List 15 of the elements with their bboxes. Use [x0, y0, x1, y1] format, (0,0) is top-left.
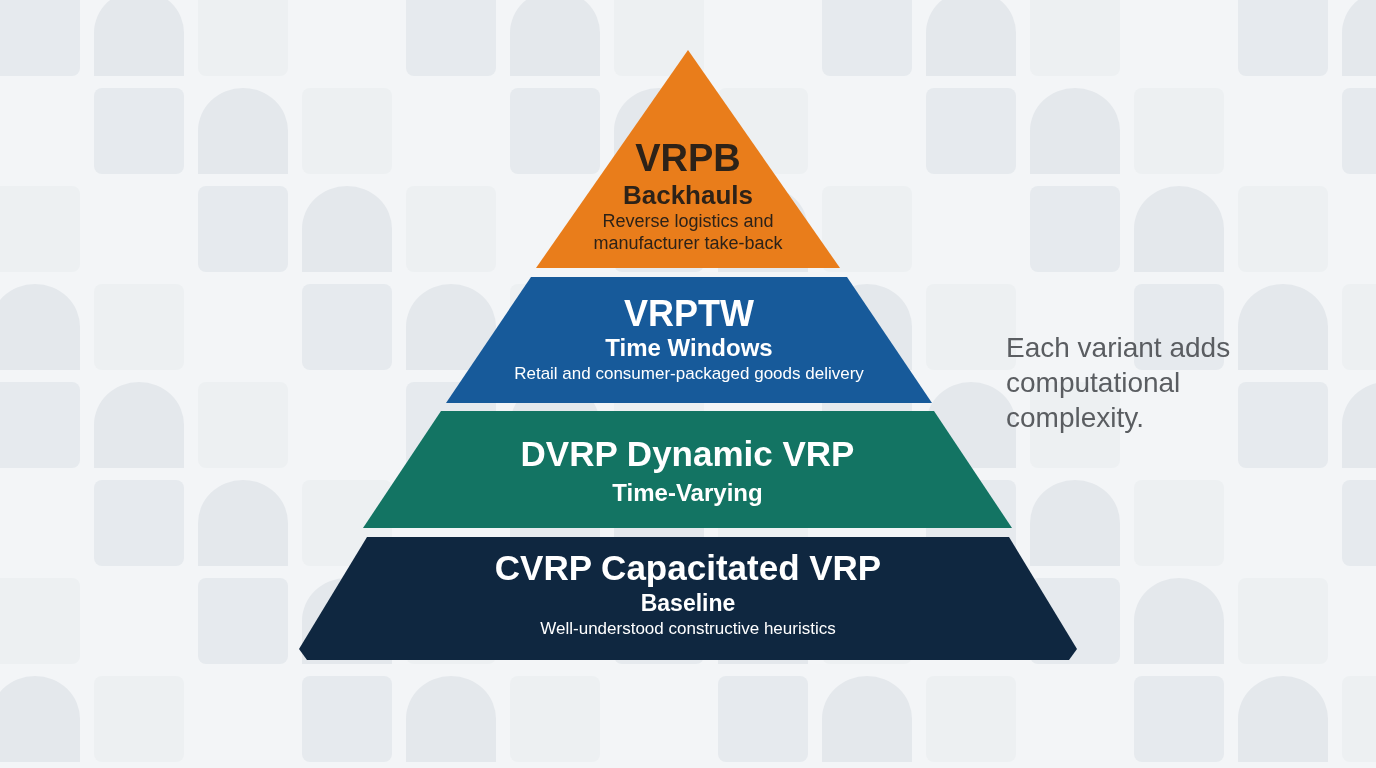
side-note: Each variant adds computational complexity. [1006, 331, 1232, 435]
pyramid-tier [297, 537, 1079, 660]
tier-subtitle: Backhauls [622, 179, 754, 211]
pyramid-tier [536, 50, 840, 268]
tier-title: VRPB [635, 138, 741, 180]
tier-title: VRPTW [624, 293, 754, 335]
pyramid-tier [446, 277, 932, 403]
tier-subtitle: Time Windows [605, 334, 773, 364]
tier-subtitle: Baseline [640, 589, 736, 618]
tier-description: Well-understood constructive heuristics [540, 617, 836, 640]
tier-title: CVRP Capacitated VRP [494, 547, 882, 589]
tier-subtitle: Time-Varying [612, 477, 763, 508]
tier-title: DVRP Dynamic VRP [520, 433, 855, 475]
tier-description: Reverse logistics and manufacturer take-back [592, 211, 784, 255]
tier-description: Retail and consumer-packaged goods delivery [514, 363, 864, 386]
